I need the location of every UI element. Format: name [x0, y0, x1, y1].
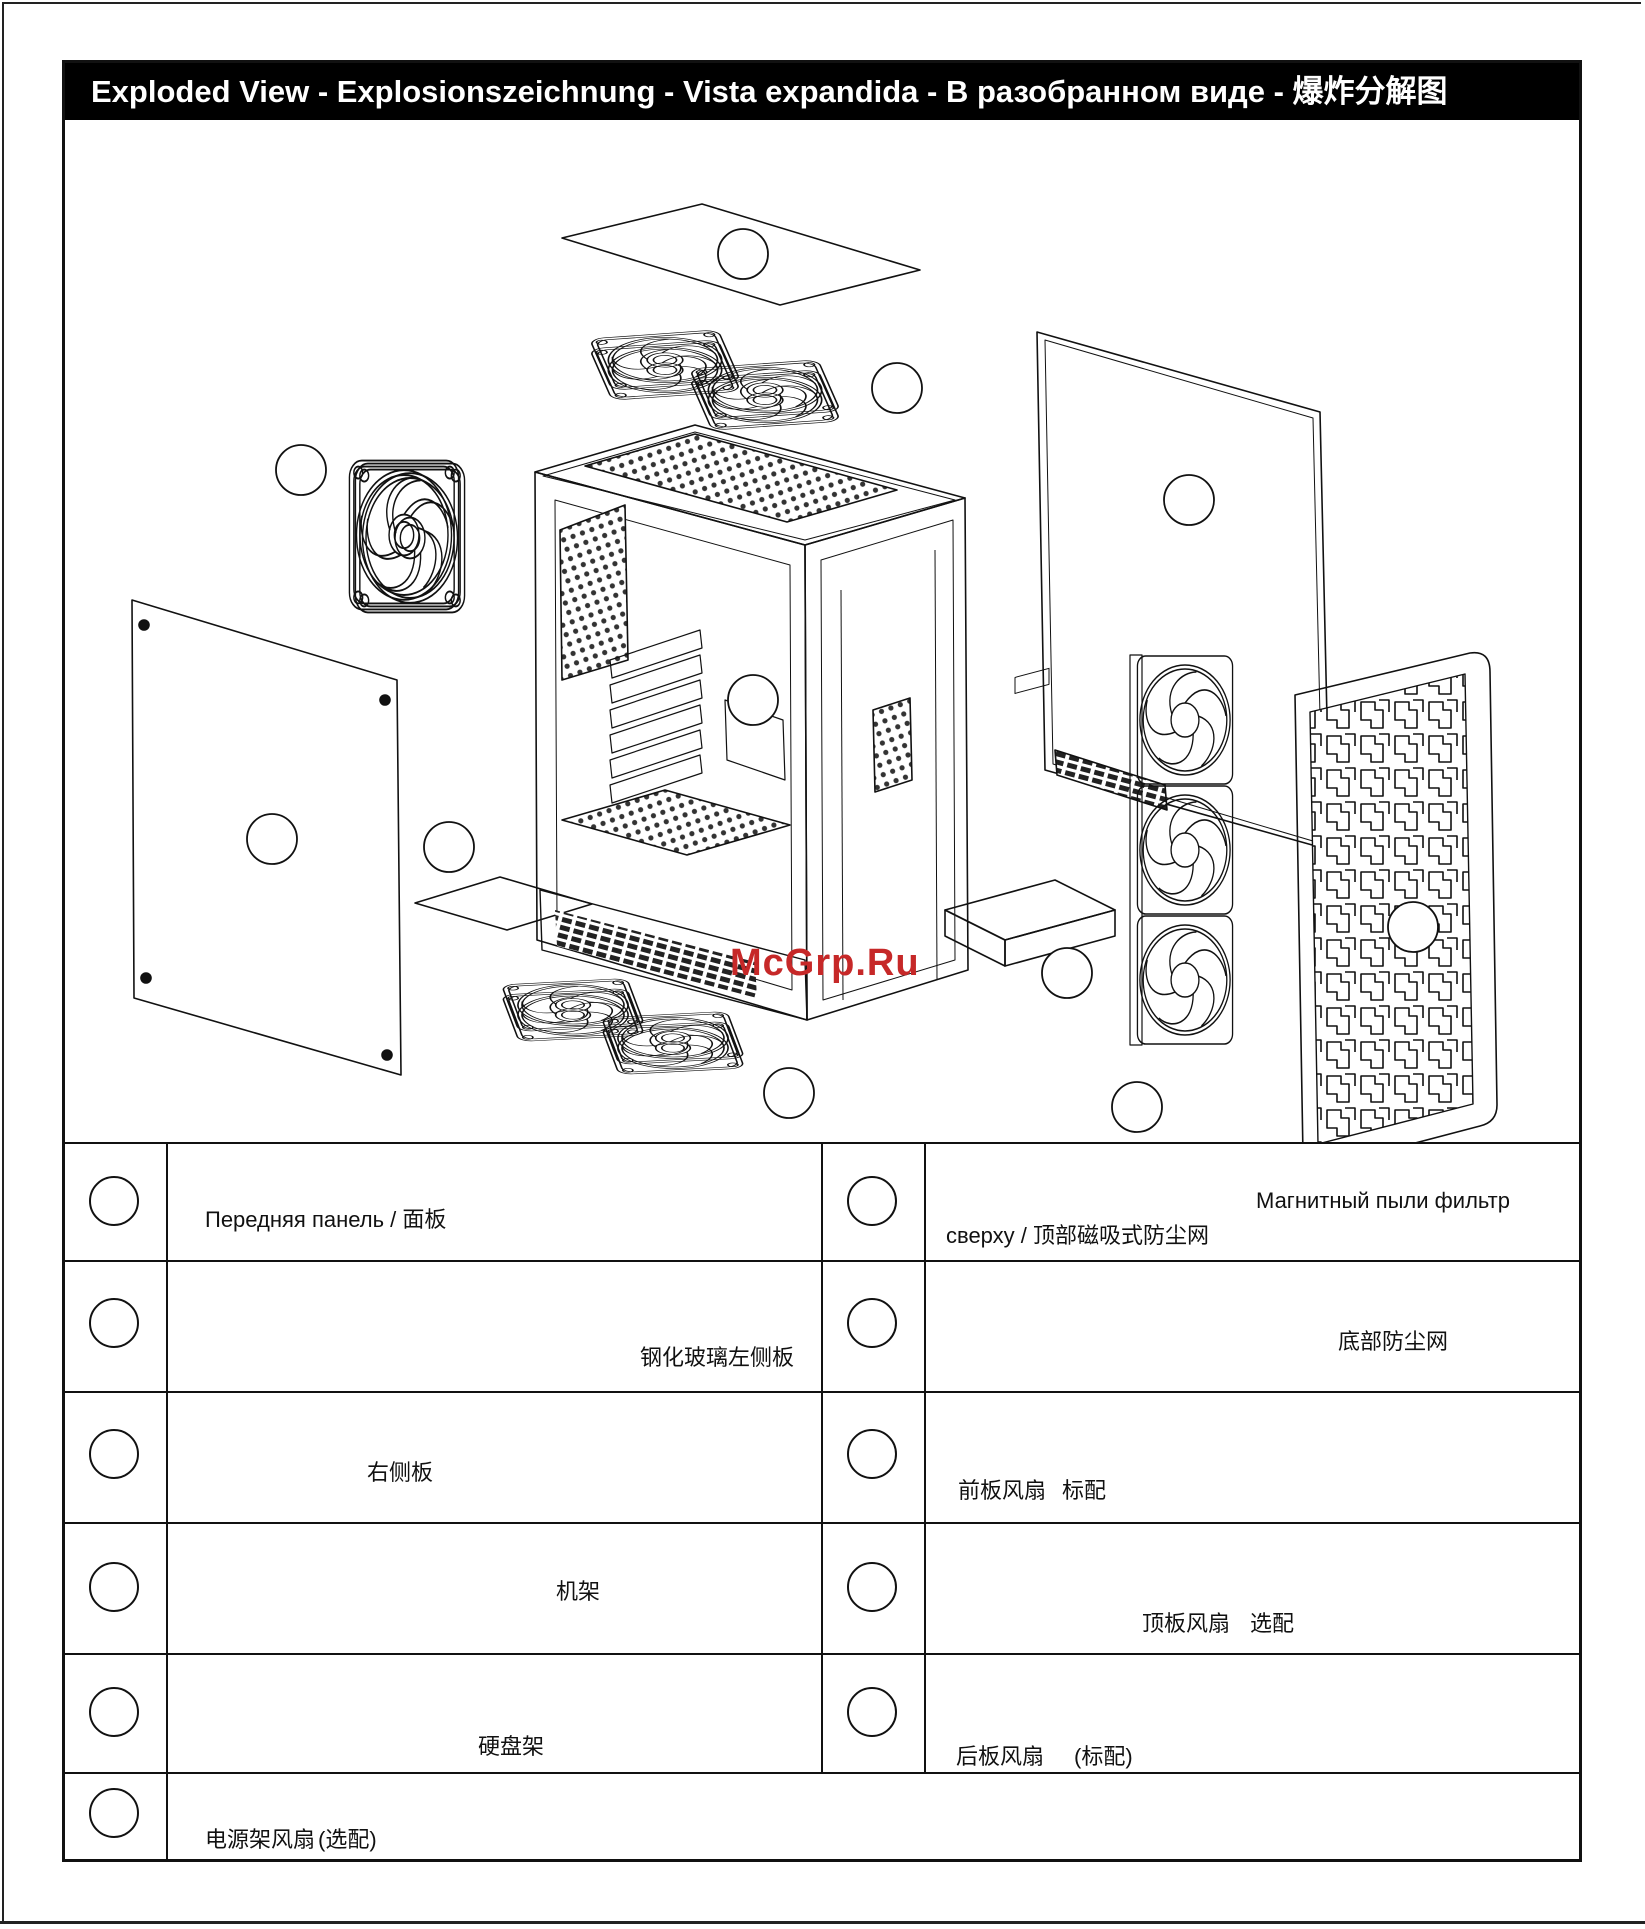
part-callout-circle-icon — [89, 1429, 139, 1479]
legend-label: 选配 — [1250, 1606, 1294, 1638]
psu-fans — [502, 978, 745, 1074]
legend-label: (选配) — [318, 1822, 377, 1854]
legend-text-cell: Магнитный пыли фильтр сверху / 顶部磁吸式防尘网 — [926, 1144, 1579, 1260]
legend-label: 硬盘架 — [478, 1729, 544, 1761]
part-callout-circle-icon — [847, 1429, 897, 1479]
part-callout-circle-icon — [89, 1788, 139, 1838]
legend-label: (标配) — [1074, 1739, 1133, 1771]
legend-text-cell: 钢化玻璃左侧板 — [168, 1262, 823, 1391]
legend-label: 前板风扇 — [958, 1473, 1046, 1505]
legend-label: 电源架风扇 — [205, 1822, 315, 1854]
part-callout-circle-icon — [89, 1562, 139, 1612]
legend-text-cell: 电源架风扇 (选配) — [168, 1774, 1579, 1861]
legend-label: 底部防尘网 — [1338, 1324, 1448, 1356]
page-title: Exploded View - Explosionszeichnung - Vi… — [65, 63, 1579, 120]
legend-number-cell — [823, 1262, 926, 1391]
part-callout-circle-icon — [847, 1687, 897, 1737]
legend-row: Передняя панель / 面板 Магнитный пыли филь… — [65, 1144, 1579, 1262]
part-callout-circle-icon — [847, 1298, 897, 1348]
legend-row: 电源架风扇 (选配) — [65, 1774, 1579, 1861]
exploded-view-frame: Exploded View - Explosionszeichnung - Vi… — [62, 60, 1582, 1862]
right-side-panel — [1037, 332, 1330, 850]
legend-text-cell: Передняя панель / 面板 — [168, 1144, 823, 1260]
legend-row: 钢化玻璃左侧板 底部防尘网 — [65, 1262, 1579, 1393]
part-callout-circle-icon — [89, 1176, 139, 1226]
legend-row: 右侧板 前板风扇 标配 — [65, 1393, 1579, 1524]
parts-legend-table: Передняя панель / 面板 Магнитный пыли филь… — [65, 1142, 1579, 1861]
legend-number-cell — [65, 1655, 168, 1772]
legend-label: 右侧板 — [367, 1455, 433, 1487]
legend-number-cell — [65, 1524, 168, 1653]
legend-text-cell: 后板风扇 (标配) — [926, 1655, 1579, 1772]
top-fans — [590, 330, 841, 430]
legend-text-cell: 前板风扇 标配 — [926, 1393, 1579, 1522]
legend-label: 后板风扇 — [956, 1739, 1044, 1771]
legend-label: 标配 — [1062, 1473, 1106, 1505]
watermark: McGrp.Ru — [730, 942, 920, 985]
hdd-cage — [945, 668, 1115, 966]
legend-number-cell — [823, 1393, 926, 1522]
legend-label: 顶板风扇 — [1142, 1606, 1230, 1638]
front-fans — [1130, 655, 1233, 1045]
legend-number-cell — [823, 1655, 926, 1772]
part-callout-circle-icon — [89, 1298, 139, 1348]
legend-number-cell — [65, 1393, 168, 1522]
legend-number-cell — [65, 1774, 168, 1861]
part-callout-circle-icon — [847, 1176, 897, 1226]
legend-label: Магнитный пыли фильтр — [1256, 1188, 1510, 1214]
page-bottom-line — [0, 1921, 1645, 1924]
legend-text-cell: 右侧板 — [168, 1393, 823, 1522]
legend-number-cell — [823, 1144, 926, 1260]
exploded-diagram: McGrp.Ru — [65, 120, 1579, 1142]
part-callout-circle-icon — [847, 1562, 897, 1612]
legend-text-cell: 硬盘架 — [168, 1655, 823, 1772]
legend-text-cell: 机架 — [168, 1524, 823, 1653]
legend-number-cell — [65, 1144, 168, 1260]
part-callout-circle-icon — [89, 1687, 139, 1737]
legend-label: 机架 — [556, 1574, 600, 1606]
legend-label: 钢化玻璃左侧板 — [640, 1340, 794, 1372]
legend-number-cell — [65, 1262, 168, 1391]
legend-label: Передняя панель / 面板 — [205, 1202, 446, 1234]
legend-text-cell: 底部防尘网 — [926, 1262, 1579, 1391]
rear-fan — [349, 461, 464, 613]
legend-label: сверху / 顶部磁吸式防尘网 — [946, 1218, 1209, 1250]
legend-number-cell — [823, 1524, 926, 1653]
legend-text-cell: 顶板风扇 选配 — [926, 1524, 1579, 1653]
front-panel — [1295, 653, 1497, 1142]
legend-row: 机架 顶板风扇 选配 — [65, 1524, 1579, 1655]
legend-row: 硬盘架 后板风扇 (标配) — [65, 1655, 1579, 1774]
